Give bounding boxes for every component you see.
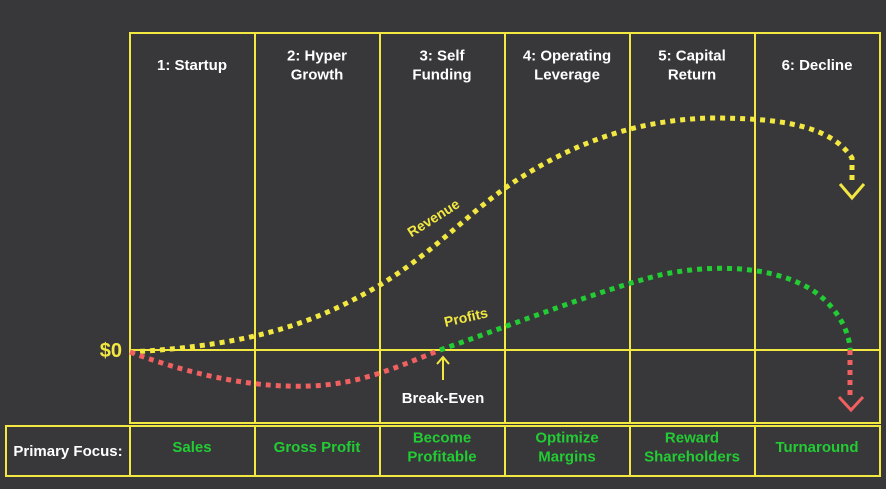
revenue-curve (129, 115, 855, 355)
stage-label-line: 5: Capital (658, 48, 726, 65)
stage-label-line: 2: Hyper (287, 48, 347, 65)
focus-label-line: Shareholders (644, 449, 740, 466)
decline-arrowhead (837, 395, 865, 413)
break-even-arrow (436, 355, 450, 380)
focus-label-line: Gross Profit (274, 439, 361, 456)
profits-label: Profits (442, 304, 489, 330)
stage-label-line: Growth (291, 67, 344, 84)
focus-label-line: Become (413, 430, 471, 447)
focus-label-2: Gross Profit (274, 439, 361, 456)
focus-label-line: Reward (665, 430, 719, 447)
zero-label: $0 (100, 340, 122, 362)
focus-label-line: Optimize (535, 430, 598, 447)
stage-label-line: Funding (412, 67, 471, 84)
focus-row-grid (5, 425, 881, 477)
focus-row-frame (5, 425, 881, 477)
stage-label-line: Leverage (534, 67, 600, 84)
stage-label-line: 4: Operating (523, 48, 611, 65)
focus-header: Primary Focus: (13, 443, 122, 460)
revenue-label: Revenue (404, 195, 462, 240)
stage-grid (129, 32, 881, 424)
focus-label-line: Profitable (407, 449, 476, 466)
break-even-label: Break-Even (402, 390, 485, 407)
focus-label-6: Turnaround (775, 439, 858, 456)
focus-label-line: Margins (538, 449, 596, 466)
focus-label-line: Turnaround (775, 439, 858, 456)
focus-label-line: Sales (172, 439, 211, 456)
stage-label-1: 1: Startup (157, 57, 227, 74)
stage-label-line: 6: Decline (782, 57, 853, 74)
focus-label-1: Sales (172, 439, 211, 456)
stage-label-6: 6: Decline (782, 57, 853, 74)
stage-label-line: Return (668, 67, 716, 84)
revenue-arrowhead (838, 183, 866, 201)
stage-label-line: 3: Self (419, 48, 465, 65)
stage-label-line: 1: Startup (157, 57, 227, 74)
loss-curve (129, 347, 441, 389)
profit-curve (439, 265, 853, 353)
